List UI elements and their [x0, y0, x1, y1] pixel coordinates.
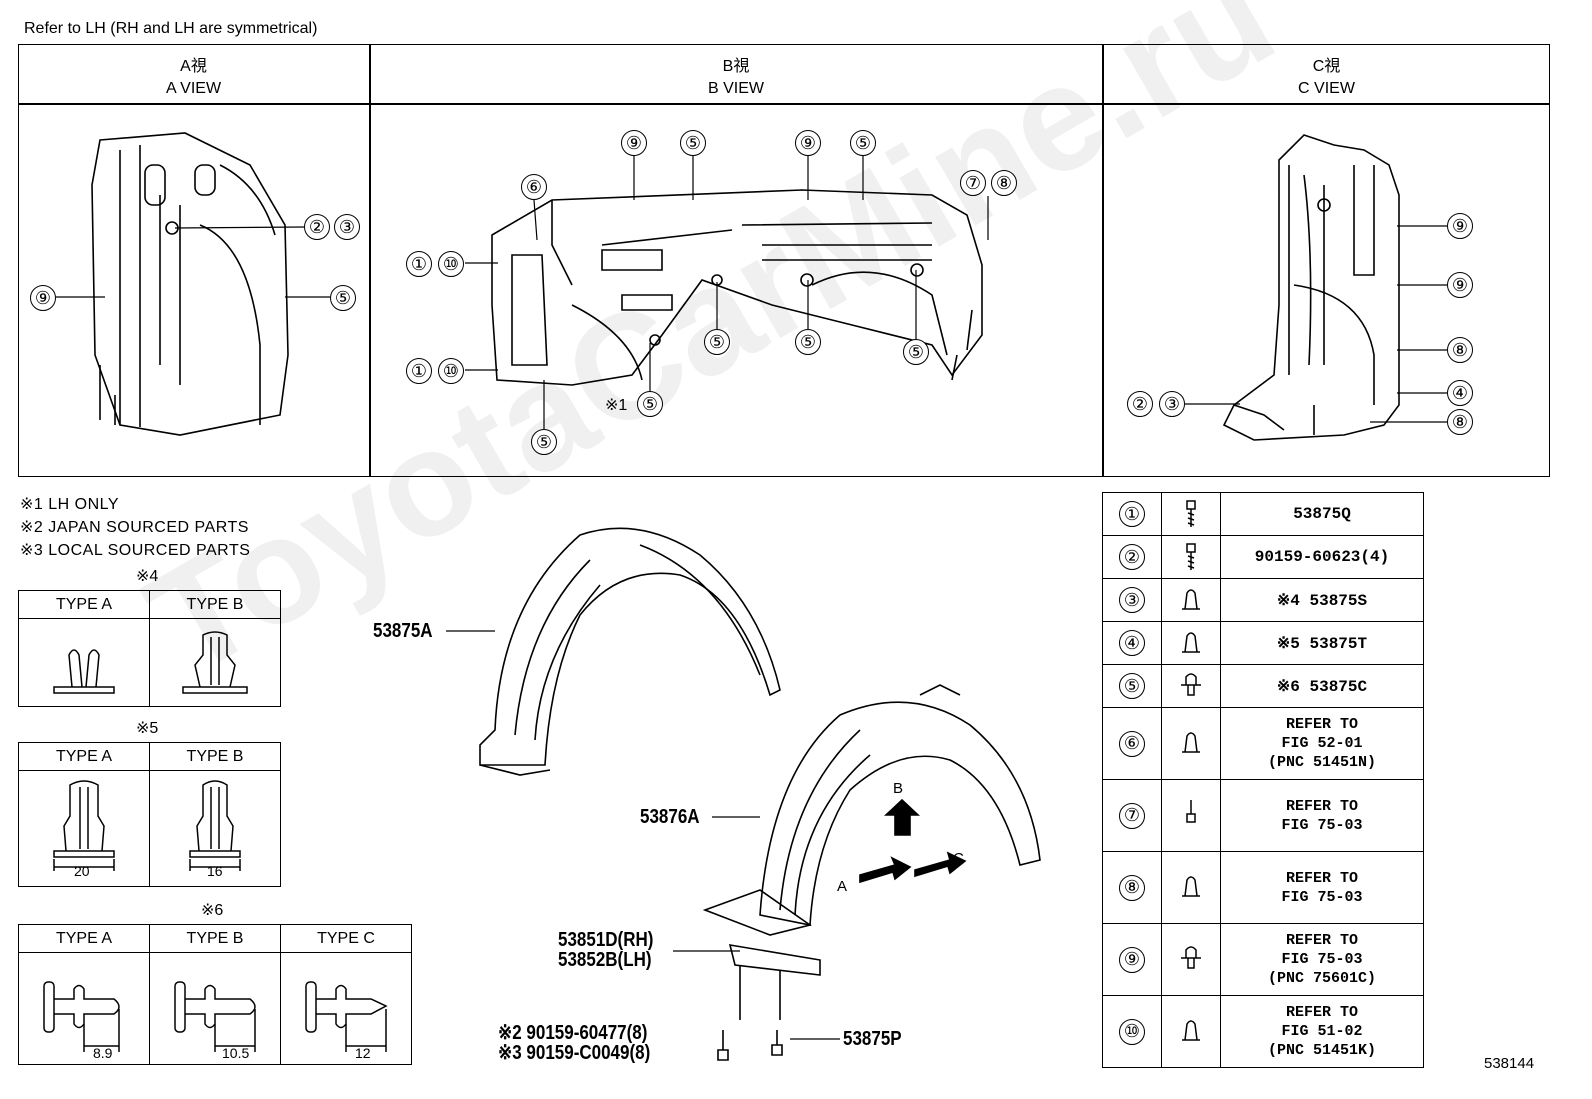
note-1-mark: ※1: [605, 397, 628, 414]
parts-legend-table: ① 53875Q ② 90159-60623(4) ③ ※4 53875S ④ …: [1102, 492, 1424, 1068]
callout-4: ④: [1447, 380, 1473, 406]
arrow-label-b: B: [893, 780, 904, 797]
callout-2: ②: [304, 214, 330, 240]
part-label-53875a: 53875A: [373, 620, 433, 642]
a-view-drawing: [91, 132, 289, 436]
type-table-5-title: ※5: [136, 720, 159, 737]
callout-5: ⑤: [795, 329, 821, 355]
callout-3: ③: [1159, 391, 1185, 417]
clip-type-b-image: 10.5: [149, 952, 281, 1065]
clip-icon: [1161, 621, 1221, 665]
clip-type-c-image: 12: [280, 952, 412, 1065]
part-label-bracket-lh: 53852B(LH): [558, 949, 652, 971]
callout-2: ②: [1127, 391, 1153, 417]
part-label-bolt-local: ※3 90159-C0049(8): [498, 1042, 651, 1064]
fender-liner-drawing: [479, 527, 1041, 1061]
part-label-bolt-jp: ※2 90159-60477(8): [498, 1022, 648, 1044]
push-clip-icon: [1161, 664, 1221, 708]
type-table-6: TYPE A TYPE B TYPE C 8.9 10.5: [18, 924, 412, 1065]
callout-9: ⑨: [621, 130, 647, 156]
callout-1: ①: [406, 358, 432, 384]
callout-5: ⑤: [330, 285, 356, 311]
note-1: ※1 LH ONLY: [20, 496, 120, 513]
callout-10: ⑩: [438, 251, 464, 277]
callout-5: ⑤: [531, 429, 557, 455]
callout-8: ⑧: [991, 170, 1017, 196]
callout-8: ⑧: [1447, 409, 1473, 435]
clip-type-a-image: 20: [18, 770, 150, 887]
note-2: ※2 JAPAN SOURCED PARTS: [20, 519, 249, 536]
type-table-6-title: ※6: [201, 902, 224, 919]
clip-icon: [1161, 707, 1221, 780]
callout-1: ①: [406, 251, 432, 277]
push-clip-icon: [1161, 923, 1221, 996]
type-table-4-title: ※4: [136, 568, 159, 585]
callout-5: ⑤: [637, 391, 663, 417]
clip-type-b-image: 16: [149, 770, 281, 887]
arrow-label-c: C: [953, 850, 964, 867]
bolt-icon: [1161, 492, 1221, 536]
callout-5: ⑤: [903, 339, 929, 365]
bolt-icon: [1161, 779, 1221, 852]
c-view-drawing: [1222, 134, 1400, 441]
callout-5: ⑤: [850, 130, 876, 156]
callout-5: ⑤: [680, 130, 706, 156]
notes: ※1 LH ONLY ※2 JAPAN SOURCED PARTS ※3 LOC…: [20, 493, 250, 562]
clip-icon: [1161, 995, 1221, 1068]
callout-9: ⑨: [1447, 272, 1473, 298]
clip-icon: [1161, 851, 1221, 924]
callout-9: ⑨: [795, 130, 821, 156]
clip-icon: [1161, 578, 1221, 622]
clip-type-b-image: [149, 618, 281, 707]
arrow-label-a: A: [837, 878, 848, 895]
note-3: ※3 LOCAL SOURCED PARTS: [20, 542, 251, 559]
views-frame: [18, 44, 1550, 477]
screw-icon: [1161, 535, 1221, 579]
callout-6: ⑥: [521, 174, 547, 200]
callout-8: ⑧: [1447, 337, 1473, 363]
callout-7: ⑦: [960, 170, 986, 196]
b-view-drawing: [491, 189, 983, 386]
callout-10: ⑩: [438, 358, 464, 384]
clip-type-a-image: [18, 618, 150, 707]
top-note: Refer to LH (RH and LH are symmetrical): [24, 20, 318, 37]
clip-type-a-image: 8.9: [18, 952, 150, 1065]
callout-5: ⑤: [704, 329, 730, 355]
part-label-bracket-rh: 53851D(RH): [558, 929, 654, 951]
type-table-5: TYPE A TYPE B 20 16: [18, 742, 281, 887]
callout-9: ⑨: [30, 285, 56, 311]
part-label-53875p: 53875P: [843, 1028, 902, 1050]
type-table-4: TYPE A TYPE B: [18, 590, 281, 707]
callout-3: ③: [334, 214, 360, 240]
part-label-53876a: 53876A: [640, 806, 700, 828]
callout-9: ⑨: [1447, 213, 1473, 239]
figure-id: 538144: [1484, 1055, 1535, 1072]
